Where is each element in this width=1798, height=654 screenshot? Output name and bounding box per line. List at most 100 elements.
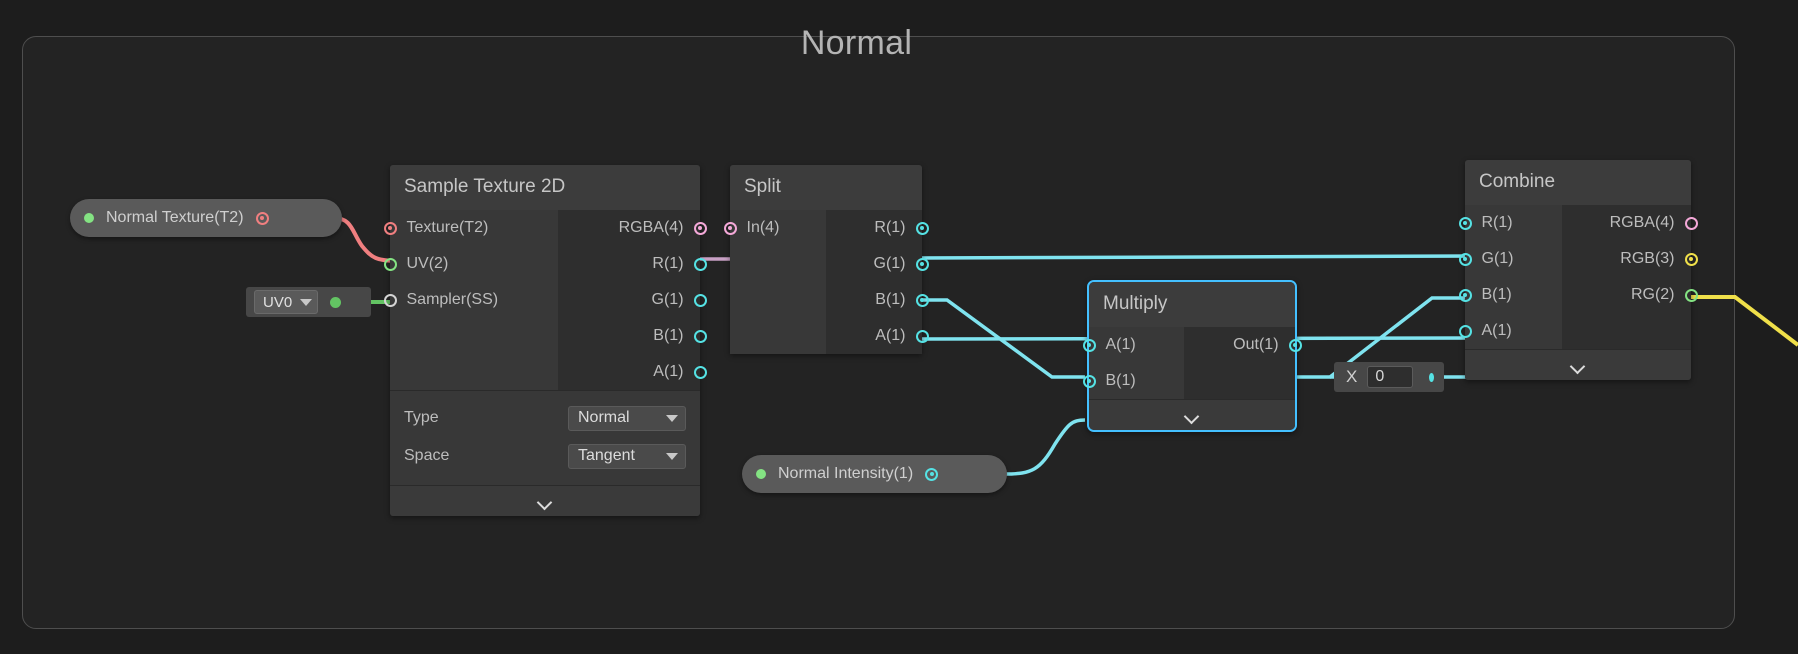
node-sample-texture-2d[interactable]: Sample Texture 2D Texture(T2) UV(2) Samp… xyxy=(383,165,707,516)
port-row-split-spacer-3 xyxy=(730,318,826,354)
node-expander-sample-texture-2d[interactable] xyxy=(390,485,700,516)
port-split-g[interactable] xyxy=(915,257,929,271)
property-normal-texture-port[interactable] xyxy=(255,211,269,225)
node-title-combine: Combine xyxy=(1465,160,1691,205)
port-label-split-in: In(4) xyxy=(746,219,780,236)
port-combine-g[interactable] xyxy=(1458,252,1472,266)
combine-input-column: R(1) G(1) B(1) A(1) xyxy=(1458,205,1562,349)
port-combine-a[interactable] xyxy=(1458,324,1472,338)
node-settings: Type Normal Space Tangent xyxy=(390,390,700,485)
port-multiply-a[interactable] xyxy=(1082,338,1096,352)
x-value-block[interactable]: X 0 xyxy=(1334,362,1444,392)
port-row-combine-spacer xyxy=(1562,313,1691,349)
port-label-split-g: G(1) xyxy=(873,255,906,272)
chevron-down-icon xyxy=(1570,361,1586,370)
port-label-multiply-a: A(1) xyxy=(1105,336,1136,353)
port-combine-b[interactable] xyxy=(1458,288,1472,302)
port-split-a[interactable] xyxy=(915,329,929,343)
port-b[interactable] xyxy=(693,329,707,343)
port-row-combine-g[interactable]: G(1) xyxy=(1458,241,1562,277)
setting-row-type: Type Normal xyxy=(404,399,686,437)
port-label-combine-g: G(1) xyxy=(1481,250,1514,267)
port-split-in[interactable] xyxy=(723,221,737,235)
port-g[interactable] xyxy=(693,293,707,307)
node-multiply[interactable]: Multiply A(1) B(1) Out(1) xyxy=(1082,280,1302,432)
port-label-combine-r: R(1) xyxy=(1481,214,1513,231)
port-label-g: G(1) xyxy=(651,291,684,308)
port-row-texture[interactable]: Texture(T2) xyxy=(383,210,558,246)
port-combine-r[interactable] xyxy=(1458,216,1472,230)
port-label-multiply-out: Out(1) xyxy=(1233,336,1279,353)
uv-channel-block[interactable]: UV0 xyxy=(246,287,371,317)
x-value-field[interactable]: 0 xyxy=(1367,366,1414,388)
port-row-sampler[interactable]: Sampler(SS) xyxy=(383,282,558,318)
port-row-multiply-out[interactable]: Out(1) xyxy=(1184,327,1302,363)
port-label-texture: Texture(T2) xyxy=(406,219,489,236)
setting-row-space: Space Tangent xyxy=(404,437,686,475)
port-row-rgba[interactable]: RGBA(4) xyxy=(558,210,707,246)
port-row-a[interactable]: A(1) xyxy=(558,354,707,390)
port-texture[interactable] xyxy=(383,221,397,235)
port-row-combine-b[interactable]: B(1) xyxy=(1458,277,1562,313)
port-row-split-spacer-2 xyxy=(730,282,826,318)
port-split-b[interactable] xyxy=(915,293,929,307)
setting-label-space: Space xyxy=(404,447,450,464)
port-row-split-a[interactable]: A(1) xyxy=(826,318,929,354)
property-handle-dot xyxy=(84,213,94,223)
property-normal-intensity[interactable]: Normal Intensity(1) xyxy=(742,455,1007,493)
uv-channel-dropdown[interactable]: UV0 xyxy=(254,290,319,314)
port-label-a: A(1) xyxy=(653,363,684,380)
port-row-multiply-b[interactable]: B(1) xyxy=(1082,363,1184,399)
port-multiply-b[interactable] xyxy=(1082,374,1096,388)
property-normal-intensity-label: Normal Intensity(1) xyxy=(778,465,914,482)
property-normal-intensity-port[interactable] xyxy=(925,467,939,481)
port-label-split-b: B(1) xyxy=(875,291,906,308)
port-row-spacer-b xyxy=(390,354,558,390)
port-row-g[interactable]: G(1) xyxy=(558,282,707,318)
uv-output-dot[interactable] xyxy=(330,296,342,308)
node-combine[interactable]: Combine R(1) G(1) B(1) A(1) xyxy=(1458,160,1698,380)
multiply-input-column: A(1) B(1) xyxy=(1082,327,1185,399)
setting-label-type: Type xyxy=(404,409,439,426)
port-row-split-r[interactable]: R(1) xyxy=(826,210,929,246)
port-row-combine-r[interactable]: R(1) xyxy=(1458,205,1562,241)
port-row-combine-rg[interactable]: RG(2) xyxy=(1562,277,1698,313)
port-combine-rgb[interactable] xyxy=(1684,252,1698,266)
x-output-dot[interactable] xyxy=(1429,372,1434,382)
port-row-combine-rgb[interactable]: RGB(3) xyxy=(1562,241,1698,277)
port-combine-rg[interactable] xyxy=(1684,288,1698,302)
port-row-uv[interactable]: UV(2) xyxy=(383,246,558,282)
port-row-b[interactable]: B(1) xyxy=(558,318,707,354)
setting-dropdown-space[interactable]: Tangent xyxy=(568,443,686,469)
port-row-combine-a[interactable]: A(1) xyxy=(1458,313,1562,349)
setting-dropdown-type[interactable]: Normal xyxy=(568,405,686,431)
port-row-split-in[interactable]: In(4) xyxy=(723,210,826,246)
property-normal-texture[interactable]: Normal Texture(T2) xyxy=(70,199,342,237)
port-row-split-b[interactable]: B(1) xyxy=(826,282,929,318)
port-label-multiply-b: B(1) xyxy=(1105,372,1136,389)
split-output-column: R(1) G(1) B(1) A(1) xyxy=(826,210,929,354)
port-row-r[interactable]: R(1) xyxy=(558,246,707,282)
port-split-r[interactable] xyxy=(915,221,929,235)
port-row-split-g[interactable]: G(1) xyxy=(826,246,929,282)
port-row-combine-rgba[interactable]: RGBA(4) xyxy=(1562,205,1698,241)
multiply-output-column: Out(1) xyxy=(1184,327,1302,399)
port-label-uv: UV(2) xyxy=(406,255,449,272)
node-expander-multiply[interactable] xyxy=(1089,399,1295,430)
port-rgba[interactable] xyxy=(693,221,707,235)
port-row-multiply-spacer xyxy=(1184,363,1295,399)
setting-value-space: Tangent xyxy=(578,447,635,464)
port-a[interactable] xyxy=(693,365,707,379)
port-uv[interactable] xyxy=(383,257,397,271)
port-multiply-out[interactable] xyxy=(1288,338,1302,352)
port-label-combine-a: A(1) xyxy=(1481,322,1512,339)
port-sampler[interactable] xyxy=(383,293,397,307)
port-row-multiply-a[interactable]: A(1) xyxy=(1082,327,1184,363)
port-r[interactable] xyxy=(693,257,707,271)
port-combine-rgba[interactable] xyxy=(1684,216,1698,230)
port-row-split-spacer-1 xyxy=(730,246,826,282)
node-split[interactable]: Split In(4) R(1) G(1) xyxy=(723,165,929,354)
port-row-spacer-a xyxy=(390,318,558,354)
node-expander-combine[interactable] xyxy=(1465,349,1691,380)
